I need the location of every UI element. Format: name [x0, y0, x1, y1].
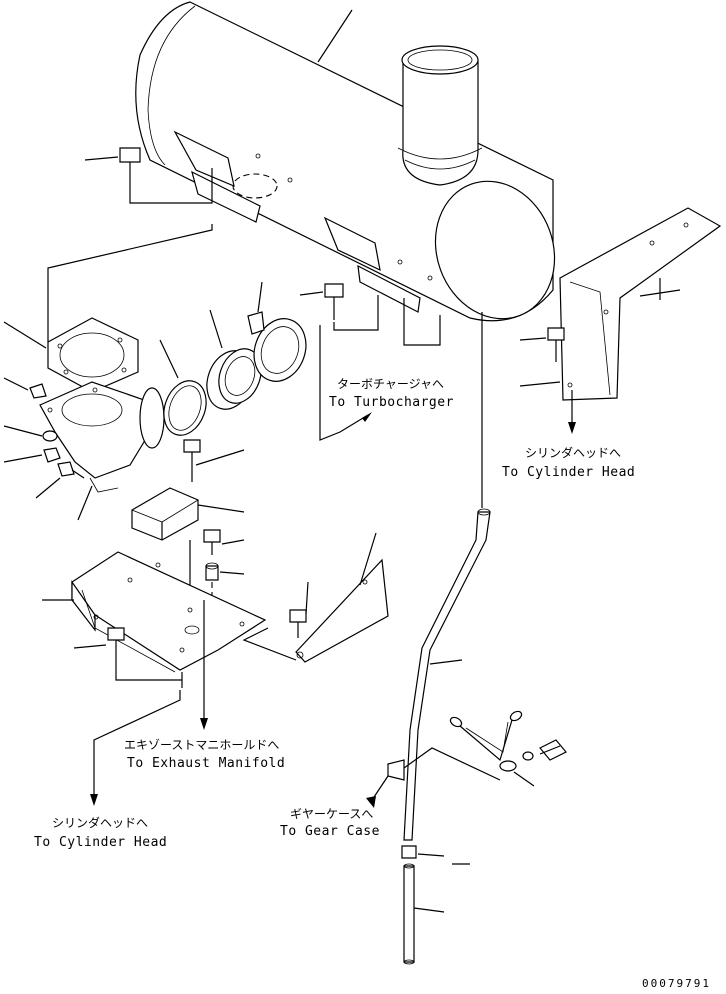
bellows [206, 309, 262, 410]
bolt [84, 147, 213, 204]
bolt [299, 283, 379, 331]
label-turbo-en: To Turbocharger [329, 395, 454, 410]
hose-fitting [449, 710, 535, 787]
label-turbo-jp: ターボチャージャへ [337, 377, 444, 391]
bracket-small [242, 532, 389, 663]
elbow-pipe [39, 381, 165, 493]
label-exhaust-en: To Exhaust Manifold [127, 756, 285, 771]
gasket [3, 224, 213, 393]
bolt [35, 461, 85, 499]
block [131, 487, 245, 541]
seal-ring [159, 339, 207, 436]
bolt [73, 627, 182, 681]
arrow-icon [200, 718, 208, 730]
hose [403, 863, 445, 965]
bolt [519, 327, 565, 387]
bracket-plate [42, 551, 267, 688]
arrow-icon [568, 422, 576, 434]
arrow-icon [362, 412, 372, 422]
label-gear-case-jp: ギヤーケースへ [290, 807, 373, 821]
muffler [135, 1, 556, 322]
label-gear-case-en: To Gear Case [280, 824, 380, 839]
nut [3, 447, 61, 463]
clamp [247, 281, 307, 382]
label-exhaust-jp: エキゾーストマニホールドへ [124, 738, 279, 752]
bolt [203, 529, 245, 555]
spacer [205, 562, 245, 581]
arrow-icon [90, 794, 98, 806]
bracket-right [559, 207, 722, 401]
label-cylinder-head-left-jp: シリンダヘッドへ [52, 815, 148, 830]
label-cylinder-head-left-en: To Cylinder Head [34, 835, 167, 850]
clamp-small [401, 845, 470, 865]
label-cylinder-head-right-jp: シリンダヘッドへ [525, 445, 621, 460]
label-cylinder-head-right-en: To Cylinder Head [502, 465, 635, 480]
bolt [539, 739, 567, 761]
plug [3, 377, 47, 399]
clip [366, 747, 501, 808]
bolt [183, 439, 245, 482]
drain-tube [403, 312, 491, 841]
bolt [289, 581, 309, 638]
washer [3, 425, 58, 442]
drawing-number: 00079791 [642, 977, 711, 989]
arrow-icon [366, 796, 376, 808]
